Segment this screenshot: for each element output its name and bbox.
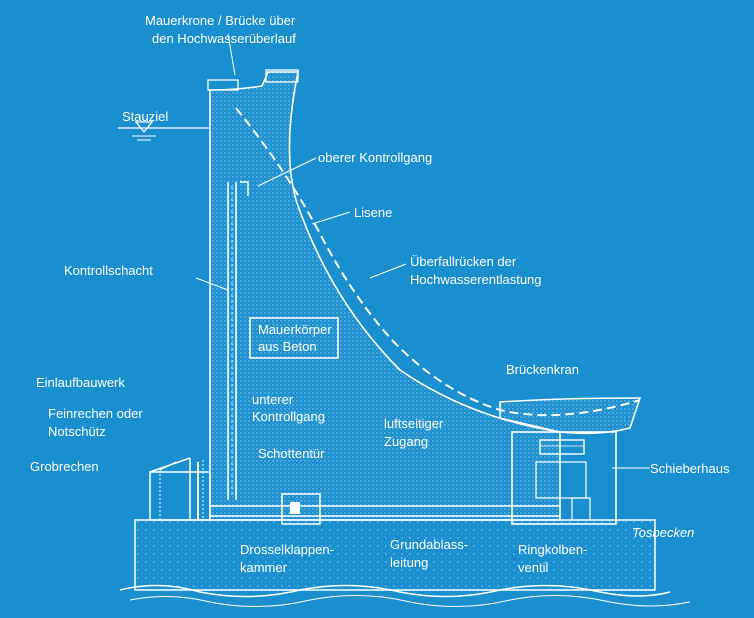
valve-house: [511, 431, 617, 525]
label-stauziel: Stauziel: [122, 109, 168, 124]
label-valve-house: Schieberhaus: [650, 461, 730, 476]
label-fine-rack-2: Notschütz: [48, 424, 106, 439]
crest-bridge: [207, 33, 299, 91]
label-crest-2: den Hochwasserüberlauf: [152, 31, 296, 46]
label-upper-gallery: oberer Kontrollgang: [318, 150, 432, 165]
label-lower-gallery-1: unterer: [252, 392, 294, 407]
label-body-2: aus Beton: [258, 339, 317, 354]
throttle-valve-icon: [290, 502, 300, 514]
label-stilling-basin: Tosbecken: [632, 525, 694, 540]
bottom-outlet-pipe: [210, 505, 560, 517]
label-coarse-rack: Grobrechen: [30, 459, 99, 474]
label-throttle-1: Drosselklappen-: [240, 542, 334, 557]
label-airtight-2: Zugang: [384, 434, 428, 449]
valve-house-roof: [499, 397, 642, 435]
label-outlet-1: Grundablass-: [390, 537, 468, 552]
label-body-1: Mauerkörper: [258, 322, 332, 337]
water-level-marker: [118, 121, 210, 141]
spillway-profile: [235, 107, 641, 417]
label-airtight-1: luftseitiger: [384, 416, 444, 431]
control-shaft: [227, 181, 249, 500]
dam-body: [209, 71, 561, 521]
label-crest-1: Mauerkrone / Brücke über: [145, 13, 296, 28]
throttle-chamber: [281, 493, 321, 525]
label-ring-2: ventil: [518, 560, 548, 575]
body-label-box: [249, 317, 339, 359]
label-lisene: Lisene: [354, 205, 392, 220]
label-ring-1: Ringkolben-: [518, 542, 587, 557]
label-spillway-2: Hochwasserentlastung: [410, 272, 542, 287]
label-intake: Einlaufbauwerk: [36, 375, 125, 390]
label-fine-rack-1: Feinrechen oder: [48, 406, 143, 421]
label-bridge-crane: Brückenkran: [506, 362, 579, 377]
label-control-shaft: Kontrollschacht: [64, 263, 153, 278]
intake-structure: [149, 457, 211, 521]
label-throttle-2: kammer: [240, 560, 288, 575]
leader-lines: [159, 157, 650, 471]
foundation: [119, 519, 691, 608]
label-spillway-1: Überfallrücken der: [410, 254, 517, 269]
label-gate-door: Schottentür: [258, 446, 325, 461]
label-lower-gallery-2: Kontrollgang: [252, 409, 325, 424]
label-outlet-2: leitung: [390, 555, 428, 570]
